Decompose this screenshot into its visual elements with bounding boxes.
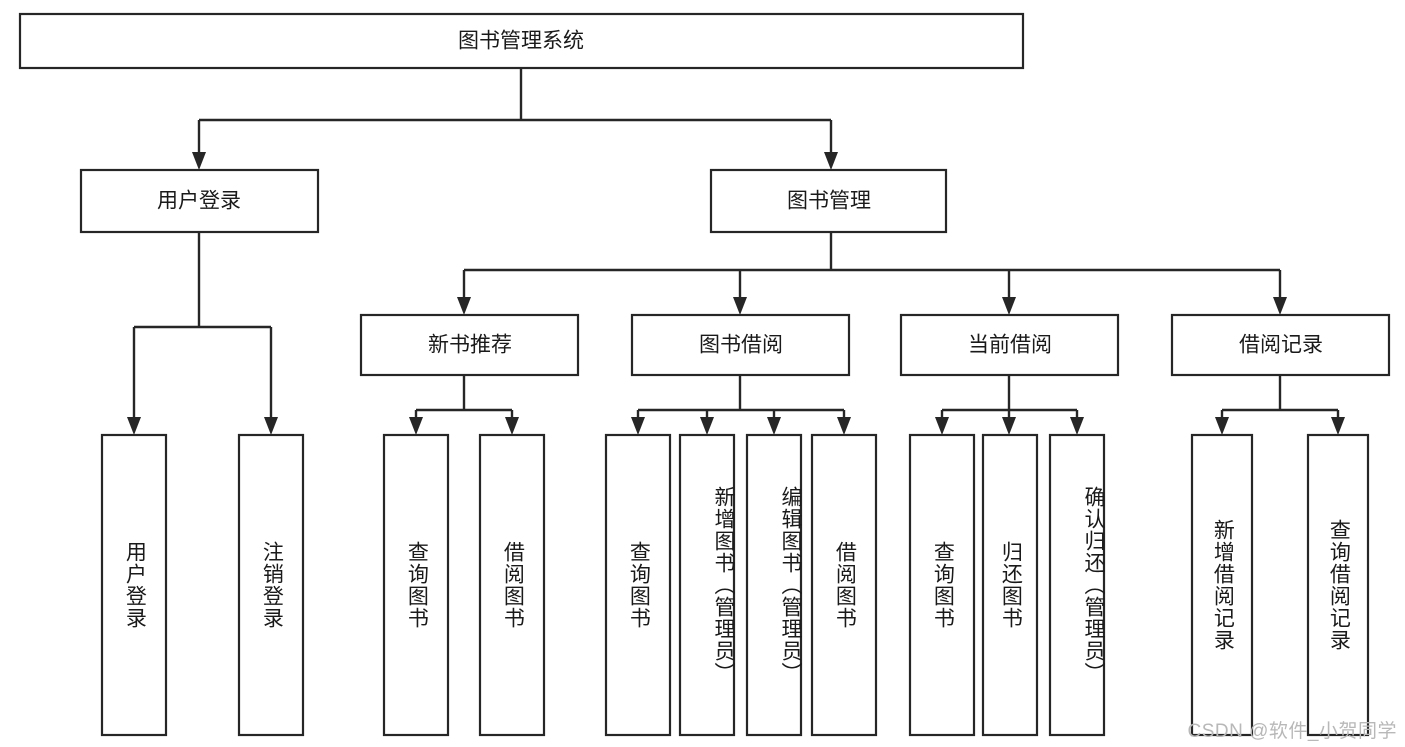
node-book-manage-label: 图书管理 <box>787 190 871 213</box>
node-root-label: 图书管理系统 <box>458 30 584 53</box>
leaf-node-confirm-return-admin[interactable] <box>1048 433 1106 737</box>
node-book-manage[interactable]: 图书管理 <box>709 168 948 234</box>
node-borrow-record-label: 借阅记录 <box>1239 334 1323 357</box>
leaf-node-query-book-1[interactable] <box>382 433 450 737</box>
connector-group-borrow-record <box>1215 375 1345 435</box>
node-new-book-recommend[interactable]: 新书推荐 <box>359 313 580 377</box>
node-current-borrow-label: 当前借阅 <box>968 334 1052 357</box>
node-user-login[interactable]: 用户登录 <box>79 168 320 234</box>
connector-group-book-manage <box>457 232 1287 315</box>
node-book-borrow-label: 图书借阅 <box>699 334 783 357</box>
connector-group-root <box>192 68 838 170</box>
leaf-node-add-book-admin[interactable] <box>678 433 736 737</box>
leaf-rect-group <box>100 433 1370 737</box>
leaf-node-add-borrow-record[interactable] <box>1190 433 1254 737</box>
watermark-text: CSDN @软件_小贺同学 <box>1187 721 1397 742</box>
node-new-book-recommend-label: 新书推荐 <box>428 334 512 357</box>
leaf-node-query-book-2[interactable] <box>604 433 672 737</box>
node-book-borrow[interactable]: 图书借阅 <box>630 313 851 377</box>
node-borrow-record[interactable]: 借阅记录 <box>1170 313 1391 377</box>
leaf-node-return-book[interactable] <box>981 433 1039 737</box>
leaf-node-borrow-book-1[interactable] <box>478 433 546 737</box>
node-current-borrow[interactable]: 当前借阅 <box>899 313 1120 377</box>
leaf-node-query-borrow-record[interactable] <box>1306 433 1370 737</box>
connector-group-user-login <box>127 232 278 435</box>
connector-group-new-book <box>409 375 519 435</box>
leaf-node-borrow-book-2[interactable] <box>810 433 878 737</box>
connector-group-current-borrow <box>935 375 1084 435</box>
node-root[interactable]: 图书管理系统 <box>18 12 1025 70</box>
node-user-login-label: 用户登录 <box>157 190 241 213</box>
leaf-node-query-book-3[interactable] <box>908 433 976 737</box>
connector-group-borrow <box>631 375 851 435</box>
leaf-node-user-login[interactable] <box>100 433 168 737</box>
leaf-node-edit-book-admin[interactable] <box>745 433 803 737</box>
leaf-node-logout[interactable] <box>237 433 305 737</box>
